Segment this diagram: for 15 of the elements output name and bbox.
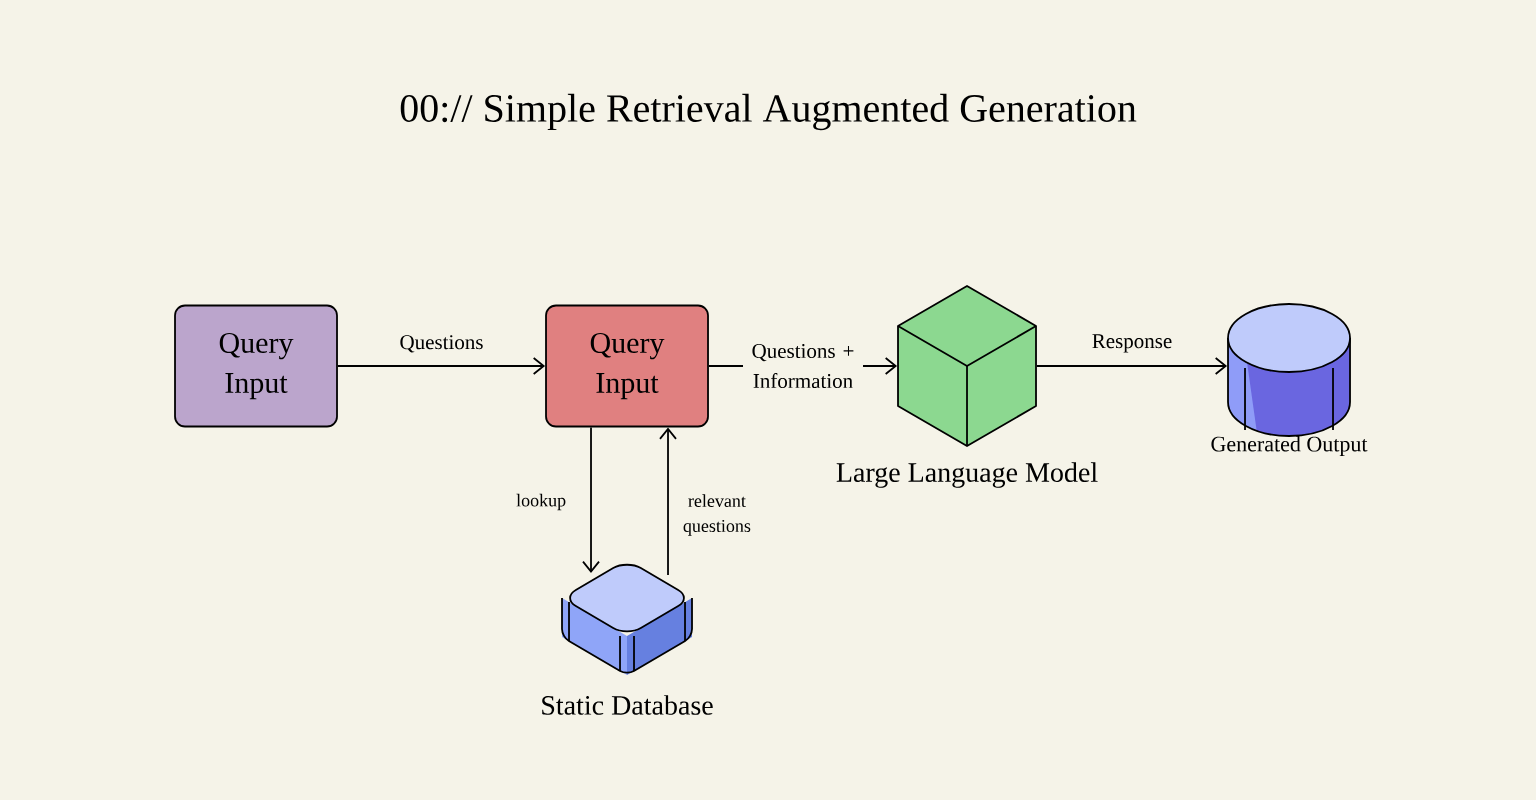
- title: 00:// Simple Retrieval Augmented Generation: [400, 93, 1137, 131]
- process-box: Query Input: [174, 304, 338, 428]
- node-label: Large Language Model: [836, 462, 1098, 488]
- arrow: [1036, 357, 1228, 375]
- process-box: Query Input: [545, 304, 709, 428]
- node-label: Static Database: [542, 695, 713, 715]
- edge-label: Response: [1092, 334, 1172, 353]
- arrow: [582, 426, 600, 574]
- arrow: [337, 357, 546, 375]
- node-label: Generated Output: [1211, 436, 1368, 456]
- edge-label: lookup: [516, 493, 566, 511]
- edge-label: relevant questions: [683, 494, 751, 536]
- edge-label: Questions + Information: [743, 341, 863, 391]
- edge-label: Questions: [400, 335, 483, 353]
- arrow: [659, 427, 677, 576]
